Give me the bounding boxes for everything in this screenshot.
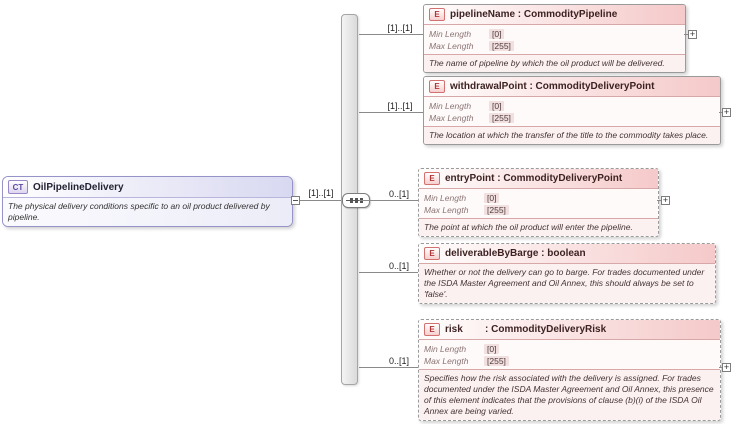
complex-type-description: The physical delivery conditions specifi…	[3, 198, 292, 226]
connector-line	[359, 34, 423, 35]
element-box-entryPoint[interactable]: E entryPoint : CommodityDeliveryPoint Mi…	[418, 168, 659, 237]
expand-button[interactable]: +	[688, 29, 697, 39]
expand-button[interactable]: +	[722, 107, 731, 117]
expand-button[interactable]: +	[661, 195, 670, 205]
expand-stub-line	[684, 34, 689, 35]
element-title: withdrawalPoint : CommodityDeliveryPoint	[450, 81, 655, 92]
element-header: E entryPoint : CommodityDeliveryPoint	[419, 169, 658, 189]
element-box-deliverableByBarge[interactable]: E deliverableByBarge : boolean Whether o…	[418, 243, 716, 304]
element-icon: E	[424, 247, 440, 260]
element-header: E withdrawalPoint : CommodityDeliveryPoi…	[424, 77, 720, 97]
connector-line	[300, 200, 341, 201]
element-header: E deliverableByBarge : boolean	[419, 244, 715, 264]
element-title: risk : CommodityDeliveryRisk	[445, 324, 607, 335]
element-description: The point at which the oil product will …	[419, 219, 658, 236]
expand-stub-line	[719, 367, 723, 368]
element-description: Specifies how the risk associated with t…	[419, 370, 720, 420]
element-facets: Min Length [0] Max Length [255]	[424, 25, 685, 55]
element-description: Whether or not the delivery can go to ba…	[419, 264, 715, 303]
element-header: E risk : CommodityDeliveryRisk	[419, 320, 720, 340]
element-box-risk[interactable]: E risk : CommodityDeliveryRisk Min Lengt…	[418, 319, 721, 421]
facet-value: [0]	[484, 344, 500, 354]
connector-line	[359, 272, 418, 273]
facet-value: [0]	[489, 101, 505, 111]
facet-label: Max Length	[429, 41, 474, 51]
facet-value: [255]	[484, 356, 509, 366]
facet-label: Max Length	[424, 205, 469, 215]
element-box-withdrawalPoint[interactable]: E withdrawalPoint : CommodityDeliveryPoi…	[423, 76, 721, 145]
facet-value: [255]	[484, 205, 509, 215]
element-description: The location at which the transfer of th…	[424, 127, 720, 144]
element-icon: E	[424, 323, 440, 336]
connector-line	[359, 200, 418, 201]
cardinality-label: 0..[1]	[388, 189, 409, 199]
element-description: The name of pipeline by which the oil pr…	[424, 55, 685, 72]
complex-type-icon: CT	[8, 180, 28, 194]
facet-value: [0]	[484, 193, 500, 203]
cardinality-label: [1]..[1]	[387, 23, 413, 33]
expand-stub-line	[657, 200, 662, 201]
facet-label: Min Length	[424, 344, 467, 354]
connector-line	[359, 112, 423, 113]
element-facets: Min Length [0] Max Length [255]	[419, 340, 720, 370]
element-icon: E	[429, 80, 445, 93]
complex-type-title: OilPipelineDelivery	[33, 181, 124, 193]
facet-label: Min Length	[429, 29, 472, 39]
element-icon: E	[429, 8, 445, 21]
expand-button[interactable]: +	[722, 362, 731, 372]
facet-value: [255]	[489, 113, 514, 123]
element-facets: Min Length [0] Max Length [255]	[424, 97, 720, 127]
facet-label: Max Length	[424, 356, 469, 366]
facet-value: [0]	[489, 29, 505, 39]
element-box-pipelineName[interactable]: E pipelineName : CommodityPipeline Min L…	[423, 4, 686, 73]
facet-label: Min Length	[424, 193, 467, 203]
element-facets: Min Length [0] Max Length [255]	[419, 189, 658, 219]
element-icon: E	[424, 172, 440, 185]
complex-type-box-OilPipelineDelivery[interactable]: CT OilPipelineDelivery The physical deli…	[2, 176, 293, 227]
element-header: E pipelineName : CommodityPipeline	[424, 5, 685, 25]
cardinality-label: [1]..[1]	[308, 188, 334, 198]
facet-label: Max Length	[429, 113, 474, 123]
element-title: deliverableByBarge : boolean	[445, 248, 586, 259]
expand-stub-line	[719, 112, 723, 113]
element-title: entryPoint : CommodityDeliveryPoint	[445, 173, 623, 184]
cardinality-label: 0..[1]	[388, 261, 409, 271]
facet-value: [255]	[489, 41, 514, 51]
complex-type-header: CT OilPipelineDelivery	[3, 177, 292, 198]
facet-label: Min Length	[429, 101, 472, 111]
element-title: pipelineName : CommodityPipeline	[450, 9, 618, 20]
collapse-nub-icon[interactable]	[291, 196, 300, 205]
cardinality-label: [1]..[1]	[387, 101, 413, 111]
cardinality-label: 0..[1]	[388, 356, 409, 366]
connector-line	[359, 367, 418, 368]
